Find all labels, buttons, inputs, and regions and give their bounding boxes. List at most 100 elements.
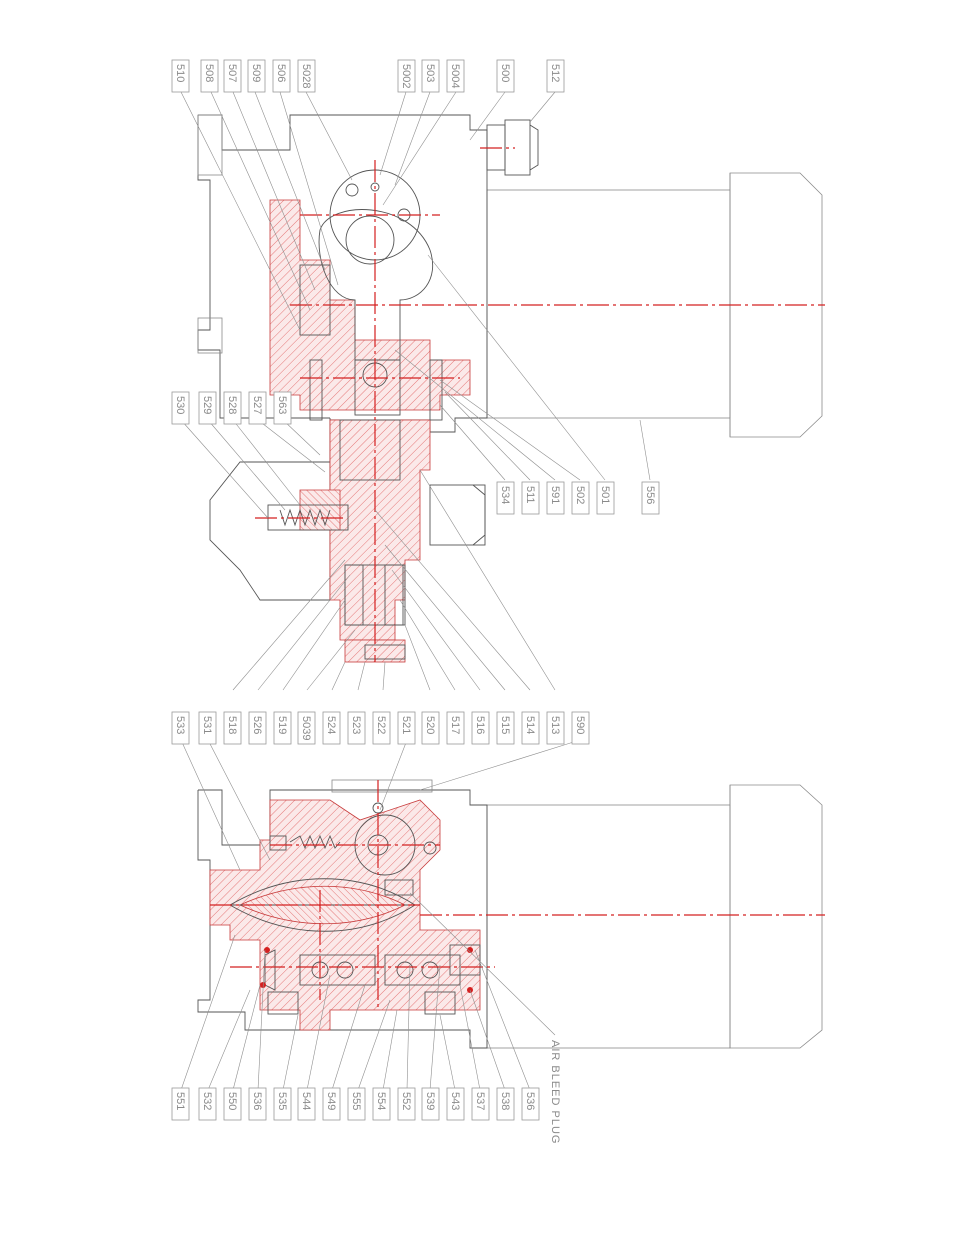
callout-bottom-3: 536 [249,1088,266,1120]
callout-bottom-12: 537 [472,1088,489,1120]
callout-top-12: 511 [522,482,539,514]
callout-number: 5002 [400,64,412,88]
callout-top-16: 556 [642,482,659,514]
callout-number: 530 [174,396,186,414]
callout-top-34: 513 [547,712,564,744]
callout-bottom-10: 539 [422,1088,439,1120]
callout-number: 591 [549,486,561,504]
callout-number: 526 [251,716,263,734]
callout-number: 552 [400,1092,412,1110]
callout-number: 563 [276,396,288,414]
callout-number: 538 [499,1092,511,1110]
callout-number: 516 [474,716,486,734]
callout-number: 532 [201,1092,213,1110]
callout-number: 5028 [300,64,312,88]
callout-number: 550 [226,1092,238,1110]
callout-top-22: 518 [224,712,241,744]
callout-top-4: 506 [273,60,290,92]
callout-top-32: 515 [497,712,514,744]
callout-bottom-13: 538 [497,1088,514,1120]
callout-bottom-2: 550 [224,1088,241,1120]
callout-number: 507 [226,64,238,82]
callout-top-14: 502 [572,482,589,514]
callout-bottom-0: 551 [172,1088,189,1120]
callout-number: 527 [251,396,263,414]
callout-bottom-7: 555 [348,1088,365,1120]
callout-number: 554 [375,1092,387,1110]
callout-top-37: 521 [398,712,415,744]
callout-number: 524 [325,716,337,734]
callout-top-7: 503 [422,60,439,92]
callout-number: 528 [226,396,238,414]
callout-top-18: 529 [199,392,216,424]
callout-number: 544 [300,1092,312,1110]
callout-top-27: 523 [348,712,365,744]
callout-top-21: 563 [274,392,291,424]
callout-top-36: 531 [199,712,216,744]
callout-number: 503 [424,64,436,82]
callout-top-9: 500 [497,60,514,92]
callout-top-38: 590 [572,712,589,744]
callout-number: 551 [174,1092,186,1110]
callout-number: 502 [574,486,586,504]
callout-number: 513 [549,716,561,734]
air-bleed-plug-note: AIR BLEED PLUG [549,1040,561,1144]
callout-top-3: 509 [248,60,265,92]
callout-bottom-14: 536 [522,1088,539,1120]
callout-number: 518 [226,716,238,734]
callout-number: 531 [201,716,213,734]
callout-top-5: 5028 [298,60,315,92]
callout-number: 534 [499,486,511,504]
callout-number: 536 [251,1092,263,1110]
callout-number: 517 [449,716,461,734]
callout-number: 533 [174,716,186,734]
callout-bottom-9: 552 [398,1088,415,1120]
callout-top-15: 501 [597,482,614,514]
callout-top-23: 526 [249,712,266,744]
air-bleed-plug-text: AIR BLEED PLUG [549,1040,561,1144]
callout-number: 514 [524,716,536,734]
callout-number: 539 [424,1092,436,1110]
callout-bottom-1: 532 [199,1088,216,1120]
callout-top-13: 591 [547,482,564,514]
callout-bottom-6: 549 [323,1088,340,1120]
callout-bottom-11: 543 [447,1088,464,1120]
callout-top-0: 510 [172,60,189,92]
callout-bottom-5: 544 [298,1088,315,1120]
callout-number: 5039 [300,716,312,740]
callout-number: 556 [644,486,656,504]
callout-number: 555 [350,1092,362,1110]
callout-number: 521 [400,716,412,734]
callout-number: 506 [275,64,287,82]
callout-number: 5004 [449,64,461,88]
callout-number: 590 [574,716,586,734]
callout-top-20: 527 [249,392,266,424]
callout-top-17: 530 [172,392,189,424]
callout-top-6: 5002 [398,60,415,92]
callout-top-1: 508 [201,60,218,92]
callout-top-29: 520 [422,712,439,744]
callout-top-24: 519 [274,712,291,744]
lower-assembly-view [198,780,825,1048]
callout-number: 511 [524,486,536,504]
callout-number: 519 [276,716,288,734]
callout-number: 549 [325,1092,337,1110]
callout-number: 508 [203,64,215,82]
callout-top-26: 524 [323,712,340,744]
callout-number: 529 [201,396,213,414]
callout-number: 520 [424,716,436,734]
callout-number: 512 [549,64,561,82]
callout-number: 522 [375,716,387,734]
callout-top-30: 517 [447,712,464,744]
callout-top-31: 516 [472,712,489,744]
callout-number: 509 [250,64,262,82]
callout-number: 537 [474,1092,486,1110]
callout-number: 543 [449,1092,461,1110]
callout-top-8: 5004 [447,60,464,92]
callout-top-10: 512 [547,60,564,92]
callout-number: 535 [276,1092,288,1110]
callout-number: 536 [524,1092,536,1110]
callout-bottom-8: 554 [373,1088,390,1120]
callout-top-2: 507 [224,60,241,92]
pump-body-section [270,200,485,662]
